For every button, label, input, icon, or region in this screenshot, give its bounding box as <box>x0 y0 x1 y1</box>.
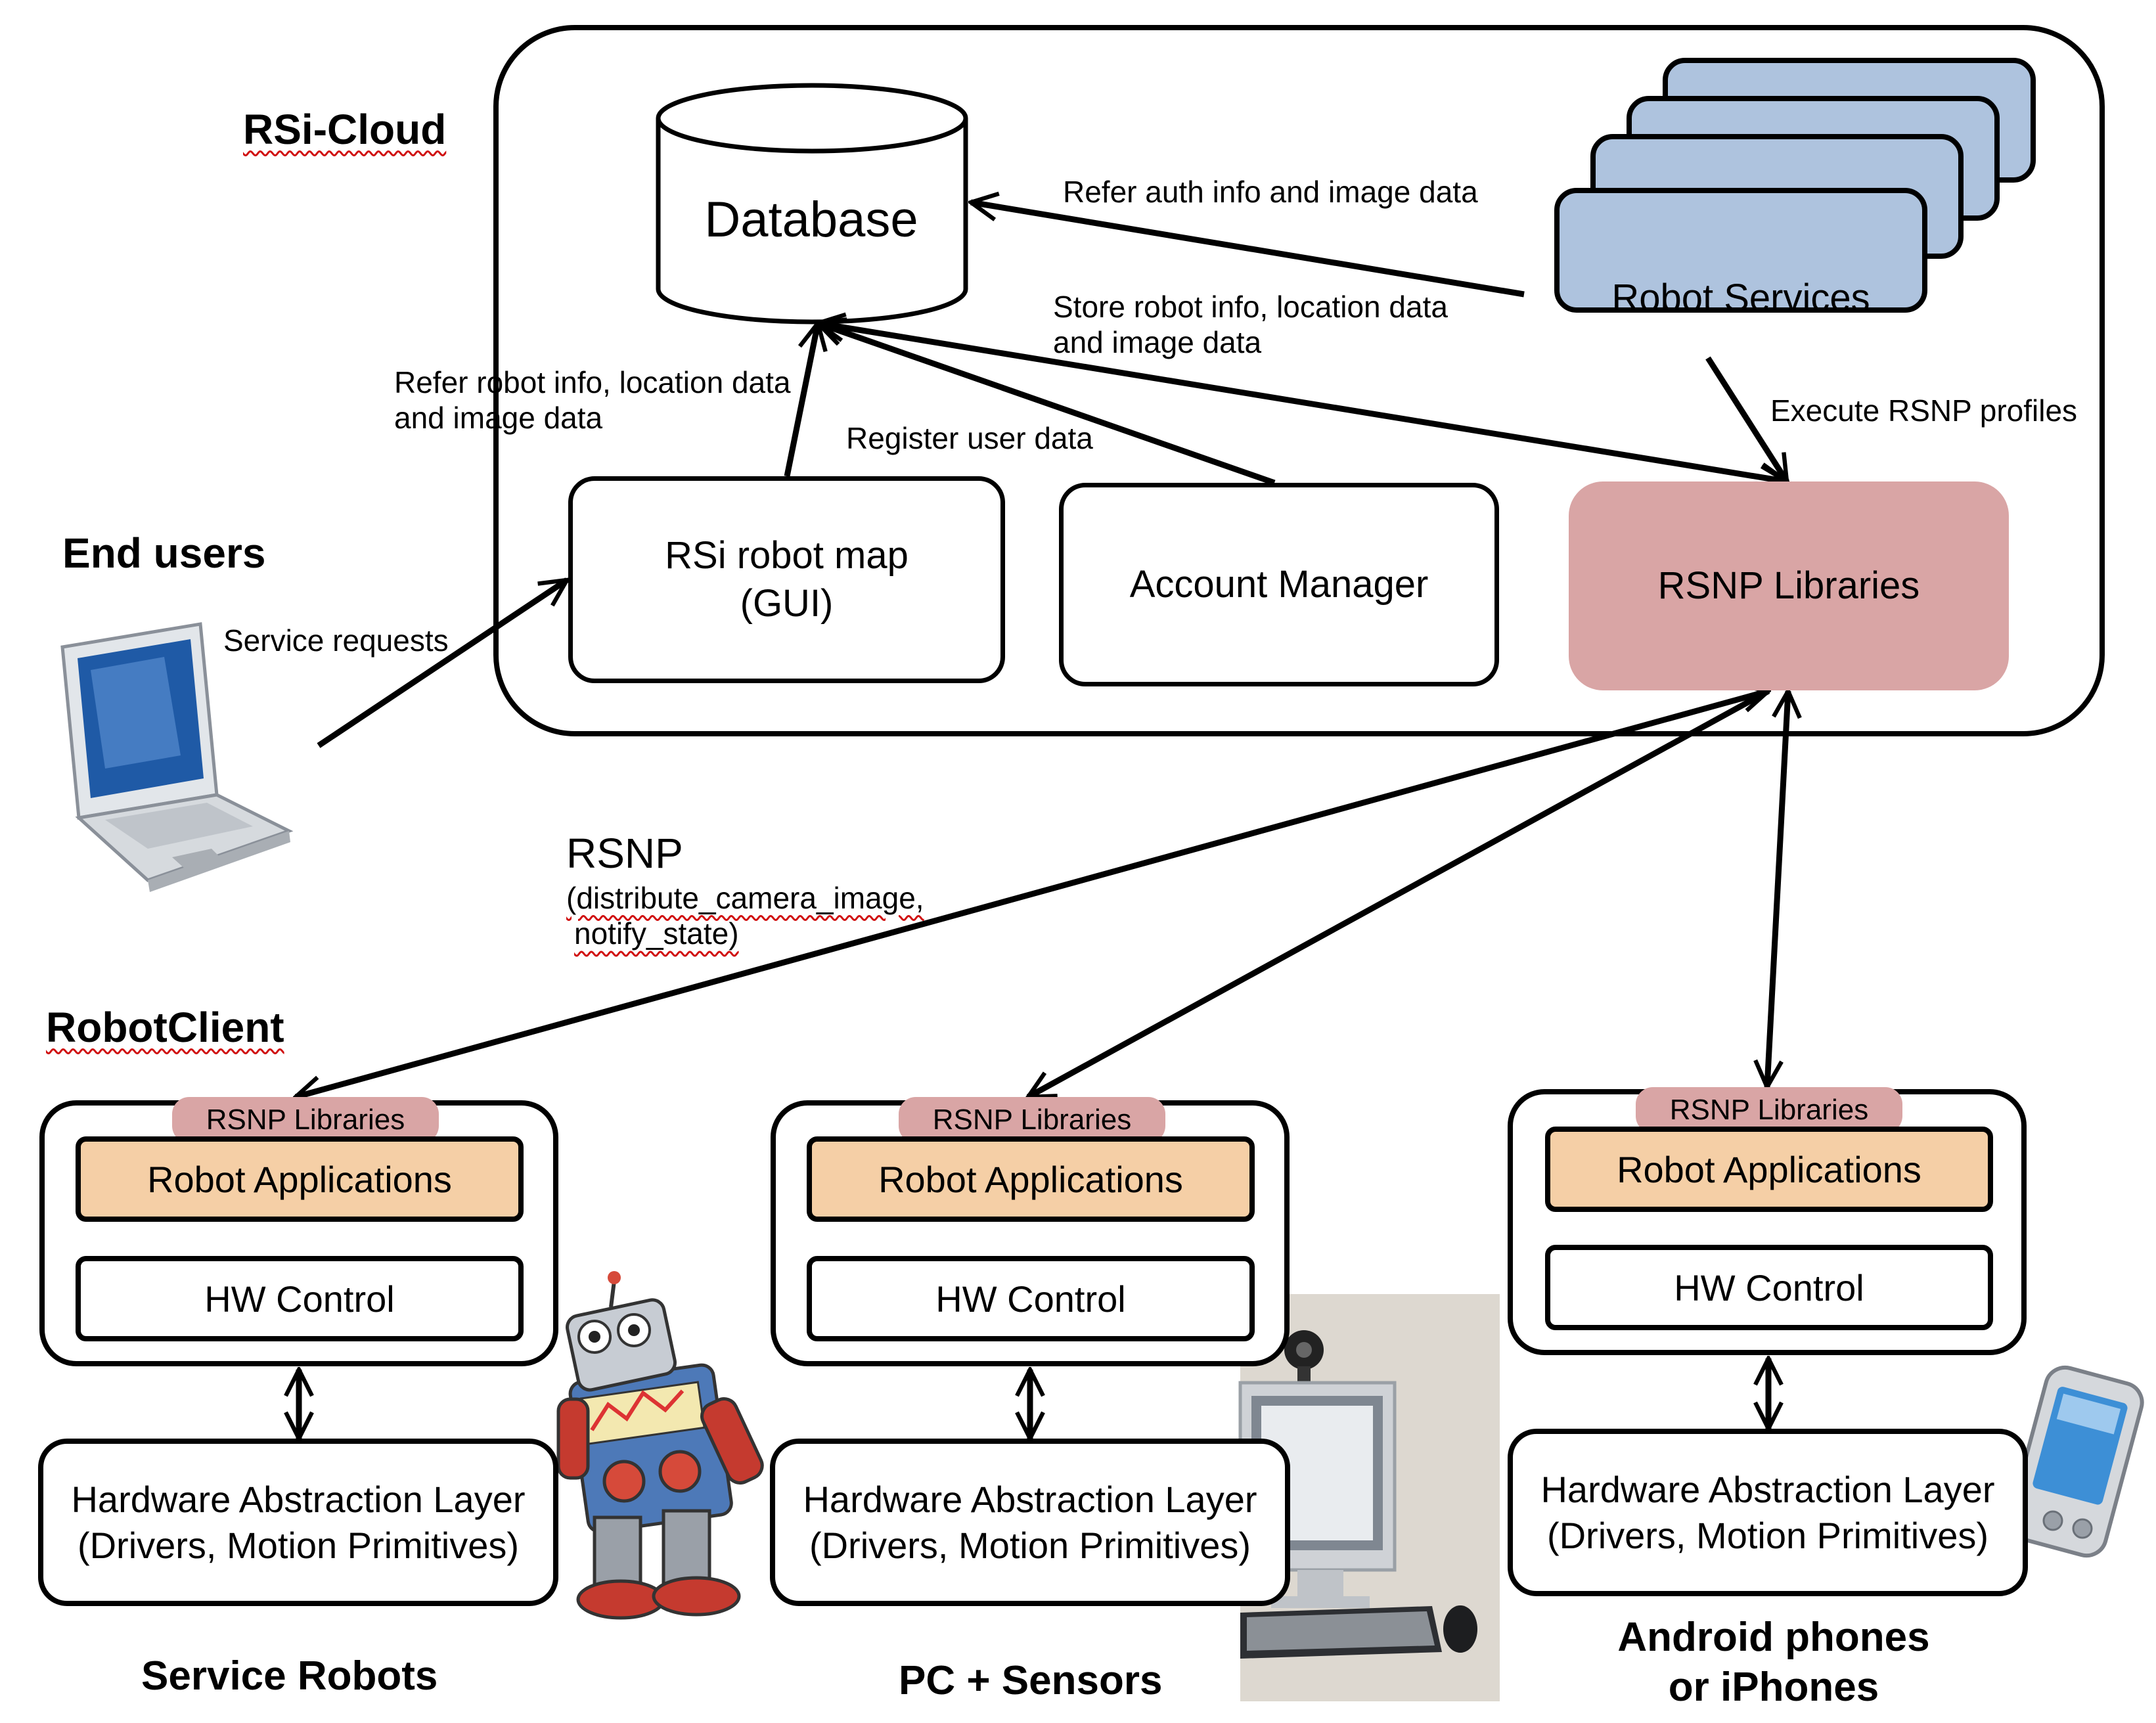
client3-caption: Android phones or iPhones <box>1617 1615 1930 1710</box>
arrow-services-to-rsnp <box>1705 356 1787 481</box>
section-title-cloud: RSi-Cloud <box>243 106 447 153</box>
account-manager-box: Account Manager <box>1059 483 1499 686</box>
client3-robot-applications: Robot Applications <box>1545 1127 1993 1212</box>
label-store-robot: Store robot info, location data and imag… <box>1053 290 1448 360</box>
client2-robot-applications: Robot Applications <box>807 1136 1255 1222</box>
label-rsnp-detail: (distribute_camera_image, notify_state) <box>566 881 924 951</box>
arrow-account-to-database <box>818 323 1276 486</box>
client1-hw-control: HW Control <box>76 1256 524 1341</box>
client2-rsnp-libraries: RSNP Libraries <box>899 1097 1165 1143</box>
client1-rsnp-libraries: RSNP Libraries <box>172 1097 439 1143</box>
robot-services-stack <box>1554 58 2036 313</box>
toy-robot-icon <box>556 1271 764 1620</box>
database-label: Database <box>704 192 918 248</box>
client2-hw-control: HW Control <box>807 1256 1255 1341</box>
client3-rsnp-libraries: RSNP Libraries <box>1636 1087 1902 1133</box>
client1-robot-applications: Robot Applications <box>76 1136 524 1222</box>
cloud-rsnp-libraries-box: RSNP Libraries <box>1569 481 2009 690</box>
client2-caption: PC + Sensors <box>899 1658 1163 1703</box>
arrow-rsnp-client-2 <box>1028 688 1770 1100</box>
robot-map-box: RSi robot map (GUI) <box>568 476 1005 683</box>
section-title-robot-client: RobotClient <box>46 1004 284 1051</box>
label-refer-auth: Refer auth info and image data <box>1063 175 1478 209</box>
label-register-user: Register user data <box>846 421 1093 455</box>
section-title-end-users: End users <box>62 529 266 577</box>
label-rsnp-title: RSNP <box>566 830 683 877</box>
laptop-icon <box>60 622 294 892</box>
robot-map-title: RSi robot map <box>665 534 909 577</box>
account-manager-label: Account Manager <box>1129 562 1429 606</box>
client3-hw-control: HW Control <box>1545 1245 1993 1330</box>
client1-hardware-abstraction-layer: Hardware Abstraction Layer (Drivers, Mot… <box>38 1439 558 1606</box>
cloud-rsnp-libraries-label: RSNP Libraries <box>1657 564 1920 607</box>
arrow-database-rsnp <box>818 323 1787 481</box>
label-refer-robot: Refer robot info, location data and imag… <box>394 365 791 436</box>
arrow-services-to-database <box>971 202 1525 298</box>
label-execute-rsnp: Execute RSNP profiles <box>1770 393 2078 428</box>
robot-services-label: Robot Services <box>1611 277 1870 319</box>
arrow-rsnp-client-1 <box>296 691 1768 1097</box>
client3-hardware-abstraction-layer: Hardware Abstraction Layer (Drivers, Mot… <box>1508 1429 2028 1596</box>
desktop-pc-icon <box>1238 1294 1500 1701</box>
arrow-robotmap-to-database <box>784 323 818 477</box>
client1-caption: Service Robots <box>141 1653 438 1699</box>
label-service-requests: Service requests <box>223 623 449 658</box>
client2-hardware-abstraction-layer: Hardware Abstraction Layer (Drivers, Mot… <box>770 1439 1290 1606</box>
robot-map-subtitle: (GUI) <box>740 581 834 625</box>
database-cylinder <box>656 83 968 324</box>
smartphone-icon <box>2008 1365 2144 1558</box>
arrow-rsnp-client-3 <box>1767 691 1788 1087</box>
